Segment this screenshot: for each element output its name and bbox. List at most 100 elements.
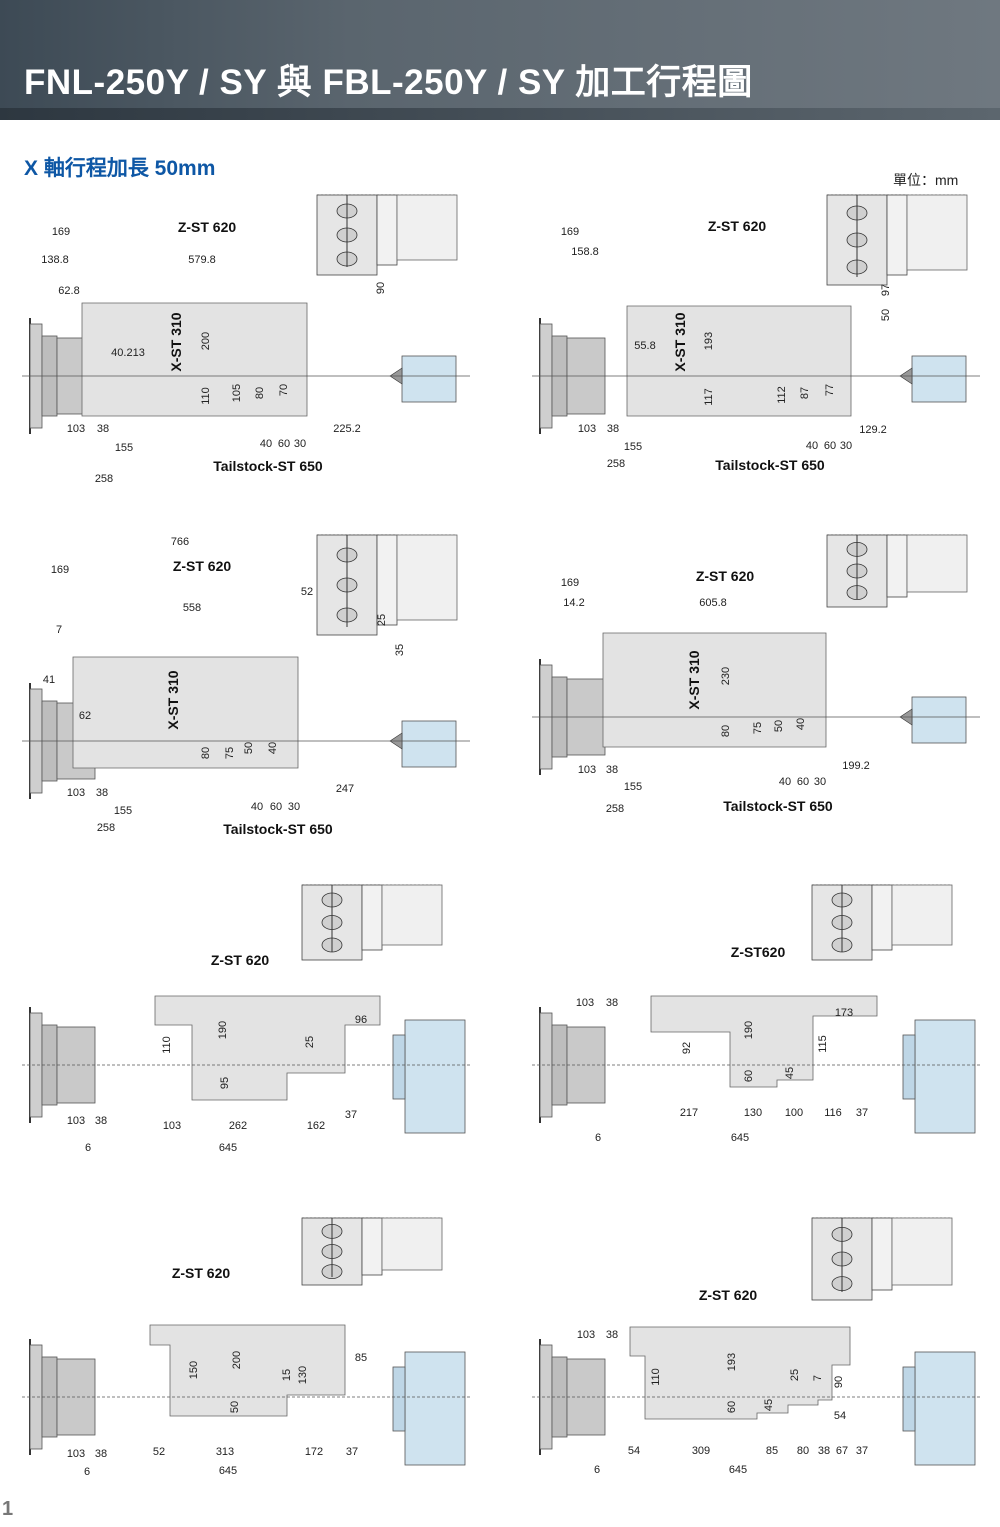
- dimension-label: 62.8: [58, 285, 79, 297]
- turret-housing: [891, 884, 953, 946]
- axis-stroke-label: Z-ST 620: [699, 1287, 758, 1303]
- turret-housing: [906, 194, 968, 271]
- chuck-flange: [29, 1344, 43, 1450]
- tailstock-quill: [902, 1366, 916, 1432]
- dimension-label: 579.8: [188, 254, 216, 266]
- dimension-label: 70: [278, 384, 290, 396]
- dimension-label: 40: [260, 438, 272, 450]
- axis-stroke-label: Tailstock-ST 650: [723, 798, 833, 814]
- turret-housing: [891, 1217, 953, 1286]
- dimension-label: 258: [606, 803, 624, 815]
- axis-stroke-label: X-ST 310: [672, 312, 688, 371]
- tailstock-body: [401, 355, 457, 403]
- dimension-label: 52: [153, 1446, 165, 1458]
- dimension-label: 193: [703, 332, 715, 350]
- dimension-label: 262: [229, 1120, 247, 1132]
- dimension-label: 103: [576, 997, 594, 1009]
- dimension-label: 37: [346, 1446, 358, 1458]
- axis-stroke-label: Z-ST 620: [173, 558, 232, 574]
- dimension-label: 155: [114, 805, 132, 817]
- tailstock-quill: [902, 1034, 916, 1100]
- section-subtitle: X 軸行程加長 50mm: [24, 157, 216, 180]
- dimension-label: 54: [834, 1410, 846, 1422]
- dimension-label: 54: [628, 1445, 640, 1457]
- dimension-label: 50: [773, 720, 785, 732]
- dimension-label: 60: [824, 440, 836, 452]
- dimension-label: 85: [766, 1445, 778, 1457]
- dimension-label: 258: [95, 473, 113, 485]
- dimension-label: 258: [97, 822, 115, 834]
- dimension-label: 645: [729, 1464, 747, 1476]
- dimension-label: 37: [856, 1107, 868, 1119]
- turret-housing: [396, 194, 458, 261]
- dimension-label: 313: [216, 1446, 234, 1458]
- dimension-label: 247: [336, 783, 354, 795]
- dimension-label: 50: [243, 742, 255, 754]
- chuck-flange: [29, 1012, 43, 1118]
- dimension-label: 45: [763, 1399, 775, 1411]
- dimension-label: 103: [578, 764, 596, 776]
- dimension-label: 92: [681, 1042, 693, 1054]
- axis-stroke-label: X-ST 310: [165, 670, 181, 729]
- dimension-label: 169: [52, 226, 70, 238]
- dimension-label: 30: [840, 440, 852, 452]
- dimension-label: 103: [67, 1115, 85, 1127]
- machining-area: [626, 305, 852, 417]
- dimension-label: 40: [806, 440, 818, 452]
- dimension-label: 173: [835, 1007, 853, 1019]
- tailstock-body: [911, 355, 967, 403]
- dimension-label: 38: [818, 1445, 830, 1457]
- dimension-label: 6: [595, 1132, 601, 1144]
- page-title: FNL-250Y / SY 與 FBL-250Y / SY 加工行程圖: [24, 63, 753, 102]
- dimension-label: 62: [79, 710, 91, 722]
- turret-housing: [381, 884, 443, 946]
- dimension-label: 60: [743, 1070, 755, 1082]
- tailstock-quill: [392, 1366, 406, 1432]
- dimension-label: 14.2: [563, 597, 584, 609]
- dimension-label: 87: [799, 387, 811, 399]
- tailstock-quill: [392, 1034, 406, 1100]
- dimension-label: 38: [607, 423, 619, 435]
- dimension-label: 30: [814, 776, 826, 788]
- dimension-label: 155: [624, 441, 642, 453]
- dimension-label: 45: [784, 1067, 796, 1079]
- dimension-label: 200: [200, 332, 212, 350]
- dimension-label: 558: [183, 602, 201, 614]
- dimension-label: 7: [56, 624, 62, 636]
- dimension-label: 115: [817, 1035, 829, 1053]
- page-number: 1: [2, 1498, 14, 1520]
- axis-stroke-label: X-ST 310: [168, 312, 184, 371]
- dimension-label: 645: [219, 1142, 237, 1154]
- chuck-flange: [539, 1344, 553, 1450]
- dimension-label: 40: [267, 742, 279, 754]
- dimension-label: 50: [880, 309, 892, 321]
- dimension-label: 25: [789, 1369, 801, 1381]
- dimension-label: 116: [824, 1107, 842, 1119]
- dimension-label: 90: [833, 1376, 845, 1388]
- dimension-label: 605.8: [699, 597, 727, 609]
- dimension-label: 103: [578, 423, 596, 435]
- tailstock-body: [914, 1351, 976, 1466]
- dimension-label: 38: [606, 997, 618, 1009]
- tailstock-body: [914, 1019, 976, 1134]
- chuck-flange: [539, 1012, 553, 1118]
- axis-stroke-label: Tailstock-ST 650: [715, 457, 825, 473]
- machining-area: [154, 995, 381, 1101]
- unit-label: 單位：mm: [893, 172, 959, 188]
- tailstock-body: [401, 720, 457, 768]
- dimension-label: 6: [85, 1142, 91, 1154]
- dimension-label: 193: [726, 1353, 738, 1371]
- axis-stroke-label: Z-ST620: [731, 944, 786, 960]
- dimension-label: 100: [785, 1107, 803, 1119]
- dimension-label: 190: [743, 1021, 755, 1039]
- dimension-label: 645: [731, 1132, 749, 1144]
- turret-side: [871, 1217, 893, 1291]
